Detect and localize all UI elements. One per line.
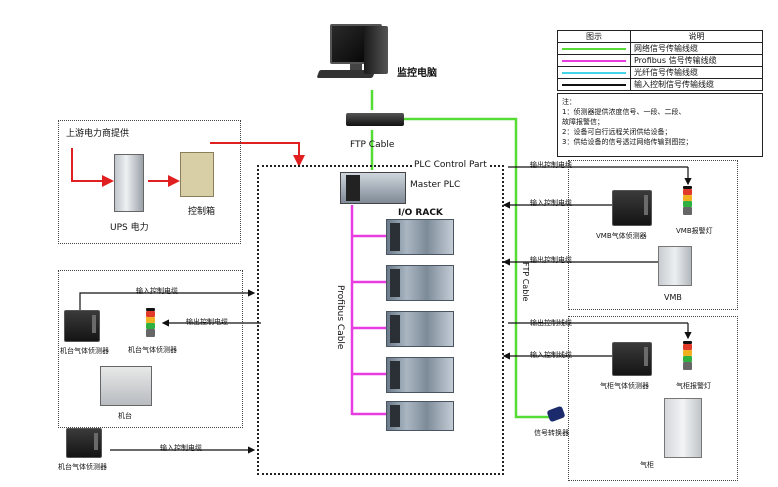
control-cables (79, 166, 692, 454)
control-box-icon (180, 152, 214, 197)
legend-row: 输入控制信号传输线缆 (558, 79, 762, 90)
legend-header: 图示 说明 (558, 31, 762, 43)
cabinet-detector-icon (612, 342, 652, 376)
power-supply-region (58, 120, 241, 244)
network-cables (370, 90, 553, 419)
legend-swatch-fiber (562, 71, 626, 74)
master-plc-cpu-icon (346, 175, 360, 201)
machine-region (58, 270, 243, 428)
control-box-label: 控制箱 (188, 207, 216, 217)
notes-title: 注： (562, 98, 576, 106)
cabinet-alarm-icon (683, 341, 692, 370)
plc-control-region (257, 165, 504, 475)
gas-cabinet-region (568, 316, 738, 481)
machine-detector-1-icon (64, 310, 100, 342)
gas-cabinet-label: 气柜 (640, 461, 654, 469)
io-rack-icon (386, 265, 454, 301)
legend-label: Profibus 信号传输线缆 (634, 56, 717, 65)
legend-table: 图示 说明 网络信号传输线缆 Profibus 信号传输线缆 光纤信号传输线缆 … (557, 30, 763, 91)
left-out-cable-label: 输出控制电缆 (186, 318, 228, 326)
pc-tower-icon (364, 26, 388, 74)
notes-line: 2：设备可自行远程关闭供给设备； (562, 128, 672, 136)
notes-box: 注： 1：侦测器提供浓度信号、一段、二段、 故障报警信； 2：设备可自行远程关闭… (557, 93, 763, 157)
machine-detector-3-icon (66, 428, 102, 458)
notes-line: 3：供给设备的信号透过网络传输到图控； (562, 138, 693, 146)
io-rack-icon (386, 357, 454, 393)
ups-icon (114, 154, 144, 212)
signal-converter-label: 信号转换器 (534, 429, 569, 437)
vmb-region (568, 160, 738, 310)
vmb-label: VMB (664, 293, 682, 302)
legend-swatch-profibus (562, 59, 626, 62)
in-ctrl-cable-1-label: 输入控制电缆 (530, 199, 572, 207)
network-switch-icon (346, 113, 404, 126)
cabinet-alarm-label: 气柜报警灯 (676, 382, 711, 390)
machine-icon (100, 366, 152, 406)
notes-line: 故障报警信； (562, 118, 604, 126)
machine-label: 机台 (118, 412, 132, 420)
legend-label: 光纤信号传输线缆 (634, 68, 698, 77)
ftp-cable-side-label: FTP Cable (521, 262, 530, 302)
network-cable-main (404, 117, 553, 419)
master-plc-label: Master PLC (410, 180, 461, 190)
legend-label: 输入控制信号传输线缆 (634, 80, 714, 89)
legend-row: 光纤信号传输线缆 (558, 67, 762, 79)
vmb-alarm-icon (683, 186, 692, 215)
vmb-alarm-label: VMB报警灯 (676, 227, 713, 235)
vmb-detector-icon (612, 190, 652, 226)
power-cables (71, 142, 305, 187)
machine-detector-2-label: 机台气体侦测器 (128, 346, 177, 354)
out-ctrl-cable-2-label: 输出控制电缆 (530, 256, 572, 264)
out-ctrl-line-3-label: 输出控制线缆 (530, 319, 572, 327)
machine-alarm-icon (146, 308, 155, 337)
bottom-in-cable-label: 输入控制电缆 (160, 444, 202, 452)
io-rack-label: I/O RACK (398, 208, 443, 218)
legend-swatch-network (562, 47, 626, 50)
legend-swatch-control (562, 83, 626, 86)
gas-cabinet-icon (664, 398, 702, 458)
legend-header-symbol: 图示 (558, 31, 631, 42)
io-rack-icon (386, 219, 454, 255)
machine-detector-3-label: 机台气体侦测器 (58, 463, 107, 471)
legend-label: 网络信号传输线缆 (634, 44, 698, 53)
in-ctrl-line-3-label: 输入控制线缆 (530, 351, 572, 359)
vmb-icon (658, 246, 692, 286)
legend-header-desc: 说明 (688, 32, 705, 41)
monitor-stand-icon (350, 64, 362, 70)
cabinet-detector-label: 气柜气体侦测器 (600, 382, 649, 390)
profibus-cable-label: Profibus Cable (335, 285, 345, 350)
notes-line: 1：侦测器提供浓度信号、一段、二段、 (562, 108, 686, 116)
vmb-detector-label: VMB气体侦测器 (596, 232, 647, 240)
profibus-cables (350, 205, 386, 416)
ups-power-label: UPS 电力 (110, 223, 149, 233)
machine-detector-1-label: 机台气体侦测器 (60, 347, 109, 355)
legend-row: 网络信号传输线缆 (558, 43, 762, 55)
left-in-cable-label: 输入控制电缆 (136, 287, 178, 295)
io-rack-icon (386, 401, 454, 431)
monitor-pc-label: 监控电脑 (397, 68, 437, 79)
ftp-cable-top-label: FTP Cable (350, 140, 395, 150)
io-rack-icon (386, 311, 454, 347)
plc-control-part-label: PLC Control Part (413, 160, 488, 170)
out-ctrl-cable-1-label: 输出控制电线 (530, 161, 572, 169)
legend-row: Profibus 信号传输线缆 (558, 55, 762, 67)
upstream-power-label: 上游电力商提供 (66, 129, 130, 139)
